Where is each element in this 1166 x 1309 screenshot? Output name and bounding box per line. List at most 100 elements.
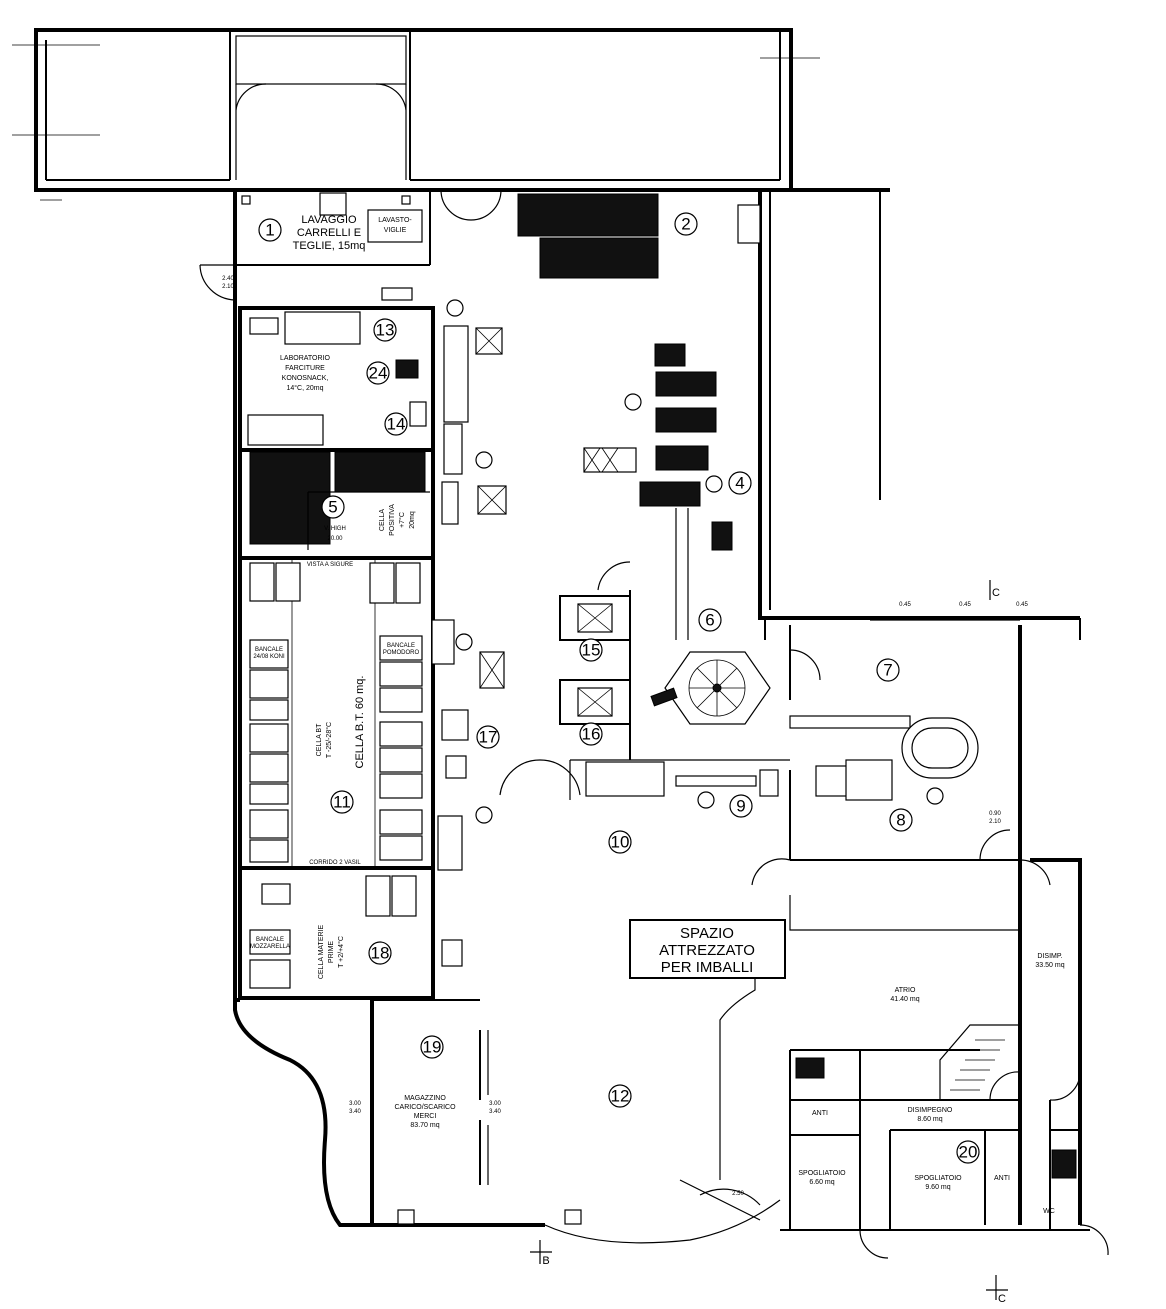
room-number-2: 2 (681, 215, 690, 234)
svg-text:3.00: 3.00 (349, 1101, 361, 1107)
lavaggio-line-2: CARRELLI E (297, 227, 361, 239)
atrio-line-2: 41.40 mq (890, 996, 919, 1003)
lavaggio-line-1: LAVAGGIO (301, 214, 357, 226)
machine-6-carousel (650, 608, 771, 725)
room-number-14: 14 (387, 415, 406, 434)
top-annex (12, 28, 890, 201)
room-number-6: 6 (705, 611, 714, 630)
pallet-crosses (475, 327, 507, 689)
cella-bt-label: CELLA B.T. 60 mq. (354, 676, 366, 769)
bancale-label: BANCALE (255, 647, 283, 653)
wc-label: WC (1043, 1208, 1055, 1215)
room-number-12: 12 (611, 1087, 630, 1106)
bancale-right-column (369, 562, 423, 861)
lavastoviglie-line-1: LAVASTO- (378, 217, 412, 224)
disimpegno-line-2: 8.60 mq (917, 1116, 942, 1123)
section-c-label-bottom: C (998, 1293, 1006, 1305)
conveyor-left (431, 299, 581, 871)
cella-bt-temp-line-1: CELLA BT (316, 723, 323, 756)
lavaggio-line-3: TEGLIE, 15mq (293, 240, 366, 252)
cella-positiva-line-2: POSITIVA (389, 504, 396, 536)
service-block (780, 1024, 1109, 1259)
room-number-8: 8 (896, 811, 905, 830)
room-number-5: 5 (328, 498, 337, 517)
section-b-label: B (542, 1255, 549, 1267)
entrance: 2.50 (544, 1179, 781, 1244)
room-number-7: 7 (883, 661, 892, 680)
svg-text:0.45: 0.45 (899, 602, 911, 608)
bancale-alt-sub-label: POMODORO (383, 650, 420, 656)
room-number-10: 10 (611, 833, 630, 852)
room-1-lavaggio: 2.40 2.10 (199, 190, 431, 301)
lavastoviglie-line-2: VIGLIE (384, 227, 407, 234)
svg-text:3.40: 3.40 (349, 1109, 361, 1115)
room-number-4: 4 (735, 474, 744, 493)
spogliatoio-2-line-2: 9.60 mq (925, 1184, 950, 1191)
room-number-15: 15 (582, 641, 601, 660)
cella-materie-line-2: PRIME (328, 941, 335, 964)
room-number-18: 18 (371, 944, 390, 963)
cella-positiva-line-3: +7°C (398, 512, 406, 528)
magazzino-line-2: CARICO/SCARICO (394, 1104, 456, 1111)
svg-text:20.00: 20.00 (327, 536, 343, 542)
room-labels: LAVAGGIO CARRELLI E TEGLIE, 15mq LAVASTO… (280, 214, 1065, 1215)
svg-text:2.40: 2.40 (222, 276, 234, 282)
magazzino-line-1: MAGAZZINO (404, 1095, 446, 1102)
bancale-sub-label: 24/08 KONI (253, 654, 285, 660)
room-number-17: 17 (479, 728, 498, 747)
room-number-16: 16 (582, 725, 601, 744)
svg-text:2.50: 2.50 (732, 1191, 744, 1197)
svg-text:0.90: 0.90 (989, 811, 1001, 817)
cella-materie-line-3: T +2/+4°C (337, 936, 345, 968)
svg-text:3.00: 3.00 (489, 1101, 501, 1107)
spogliatoio-2-line-1: SPOGLIATOIO (914, 1175, 962, 1182)
laboratorio-line-3: KONOSNACK, (282, 375, 329, 382)
svg-text:0.45: 0.45 (1016, 602, 1028, 608)
svg-text:CORRIDO 2 VASIL: CORRIDO 2 VASIL (309, 860, 361, 866)
anti-1-label: ANTI (812, 1110, 828, 1117)
cella-positiva-line-4: 20mq (409, 511, 416, 529)
bancale-mozz-sub-label: MOZZARELLA (250, 944, 290, 950)
cella-materie-prime (238, 866, 463, 1000)
svg-text:2.10: 2.10 (989, 819, 1001, 825)
laboratorio-line-1: LABORATORIO (280, 355, 330, 362)
svg-text:VISTA A SIGURE: VISTA A SIGURE (307, 562, 353, 568)
bancale-mozz-label: BANCALE (256, 937, 284, 943)
section-c-label-top: C (992, 587, 1000, 599)
spazio-box (629, 919, 786, 979)
laboratorio-line-4: 14°C, 20mq (286, 384, 323, 392)
cella-bt-temp-line-2: T -25/-28°C (325, 722, 333, 758)
bancale-labels: BANCALE 24/08 KONI BANCALE POMODORO BANC… (250, 643, 420, 950)
disimp-line-1: DISIMP. (1037, 953, 1062, 960)
magazzino-line-4: 83.70 mq (410, 1122, 439, 1129)
room-number-9: 9 (736, 797, 745, 816)
room-number-13: 13 (376, 321, 395, 340)
room-2-equipment (440, 189, 761, 279)
room-number-19: 19 (423, 1038, 442, 1057)
spazio-line-1: SPAZIO (680, 925, 734, 942)
room-4-equipment (583, 343, 752, 640)
spogliatoio-1-line-1: SPOGLIATOIO (798, 1170, 846, 1177)
room-number-11: 11 (333, 793, 351, 812)
cella-positiva-line-1: CELLA (379, 509, 386, 532)
magazzino: 3.00 3.40 3.00 3.40 (349, 999, 582, 1225)
svg-text:0.45: 0.45 (959, 602, 971, 608)
cella-materie-line-1: CELLA MATERIE (318, 925, 325, 980)
disimp-line-2: 33.50 mq (1035, 962, 1064, 969)
svg-text:3.40: 3.40 (489, 1109, 501, 1115)
atrio-line-1: ATRIO (895, 987, 916, 994)
spogliatoio-1-line-2: 6.60 mq (809, 1179, 834, 1186)
anti-2-label: ANTI (994, 1175, 1010, 1182)
spazio-line-2: ATTREZZATO (659, 942, 755, 959)
bancale-left-column (249, 562, 301, 863)
svg-text:2.10: 2.10 (222, 284, 234, 290)
room-number-24: 24 (369, 364, 388, 383)
section-markers: B C C (530, 580, 1008, 1305)
svg-text:V. HIGH: V. HIGH (324, 526, 346, 532)
room-number-20: 20 (959, 1143, 978, 1162)
rooms-7-8-9: 0.90 2.10 0.45 0.45 0.45 (569, 602, 1051, 886)
laboratorio (238, 287, 435, 452)
disimpegno-line-1: DISIMPEGNO (908, 1107, 953, 1114)
room-number-markers: 1 2 4 5 6 7 8 9 10 11 12 13 14 15 16 17 … (265, 215, 977, 1162)
